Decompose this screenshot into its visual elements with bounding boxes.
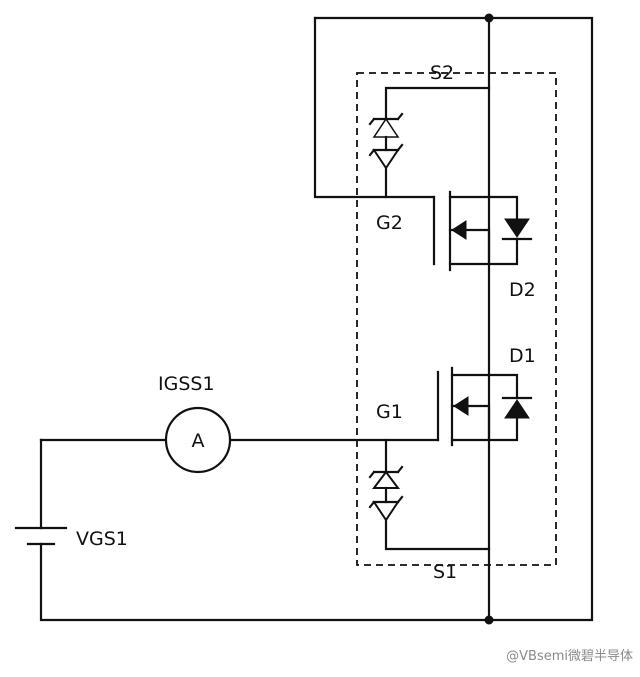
mosfet-q2 [432,190,533,272]
label-d1: D1 [509,345,536,367]
mosfet-q1 [436,366,533,447]
label-igss1: IGSS1 [158,373,215,395]
outer-loop-wire [39,16,594,622]
label-g1: G1 [376,401,403,423]
package-boundary [356,72,557,566]
label-vgs1: VGS1 [76,528,128,550]
zener-pair-g1 [368,438,491,551]
ammeter: A [164,406,232,474]
label-g2: G2 [376,212,403,234]
s2-zener-wire [384,86,491,119]
g2-feedback-wire [313,16,436,199]
label-d2: D2 [509,279,536,301]
bottom-junction-dot [484,615,494,625]
battery-vgs1 [14,526,68,546]
top-junction-dot [484,13,494,23]
watermark: @VBsemi微碧半导体 [506,649,633,664]
label-s2: S2 [430,62,454,84]
ammeter-label: A [192,430,205,452]
label-s1: S1 [433,561,457,583]
zener-pair-g2 [368,112,404,199]
